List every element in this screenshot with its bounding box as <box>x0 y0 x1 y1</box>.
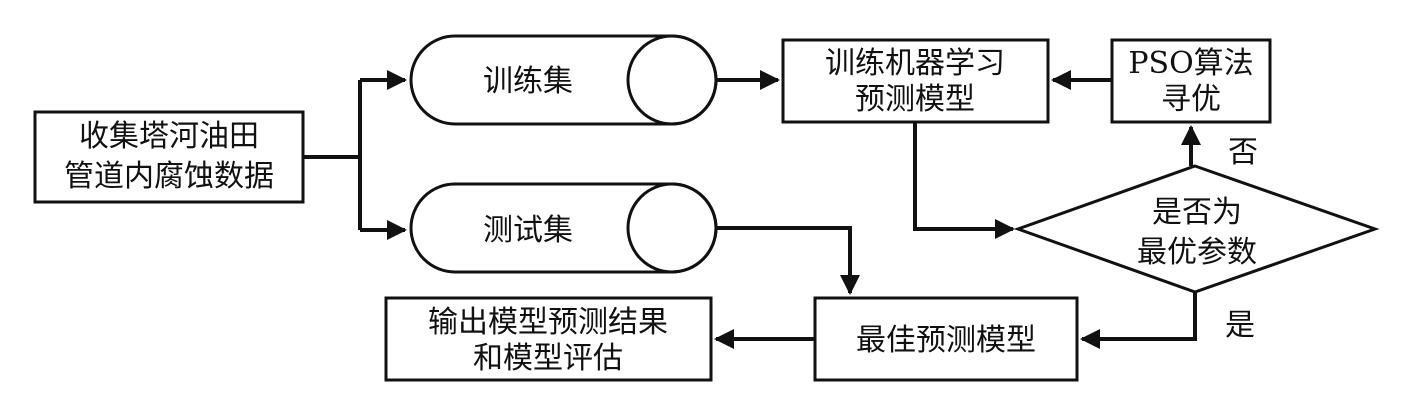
pso-line2: 寻优 <box>1161 82 1221 117</box>
edge-model-to-decision <box>913 122 1015 239</box>
edges <box>303 70 1201 349</box>
train-model-node: 训练机器学习 预测模型 <box>781 38 1050 124</box>
output-line2: 和模型评估 <box>473 341 623 376</box>
test-set-node: 测试集 <box>409 182 718 274</box>
collect-data-line2: 管道内腐蚀数据 <box>64 159 274 194</box>
collect-data-line1: 收集塔河油田 <box>79 119 259 154</box>
edge-test-to-best <box>716 226 860 295</box>
training-set-label: 训练集 <box>483 64 573 99</box>
decision-line1: 是否为 <box>1152 195 1242 230</box>
train-model-line2: 预测模型 <box>855 82 975 117</box>
pso-node: PSO算法 寻优 <box>1110 38 1272 124</box>
output-node: 输出模型预测结果 和模型评估 <box>384 296 713 382</box>
train-model-line1: 训练机器学习 <box>825 46 1005 81</box>
decision-node: 是否为 最优参数 <box>1013 164 1380 294</box>
best-model-label: 最佳预测模型 <box>856 323 1036 358</box>
pso-line1: PSO算法 <box>1128 46 1253 81</box>
training-set-node: 训练集 <box>409 34 718 126</box>
output-line1: 输出模型预测结果 <box>428 305 668 340</box>
edge-label-no: 否 <box>1228 135 1258 170</box>
collect-data-node: 收集塔河油田 管道内腐蚀数据 <box>33 110 305 204</box>
edge-label-yes: 是 <box>1225 308 1255 343</box>
decision-line2: 最优参数 <box>1137 235 1257 270</box>
best-model-node: 最佳预测模型 <box>813 296 1079 382</box>
test-set-label: 测试集 <box>483 213 573 248</box>
edge-decision-yes <box>1080 292 1197 349</box>
